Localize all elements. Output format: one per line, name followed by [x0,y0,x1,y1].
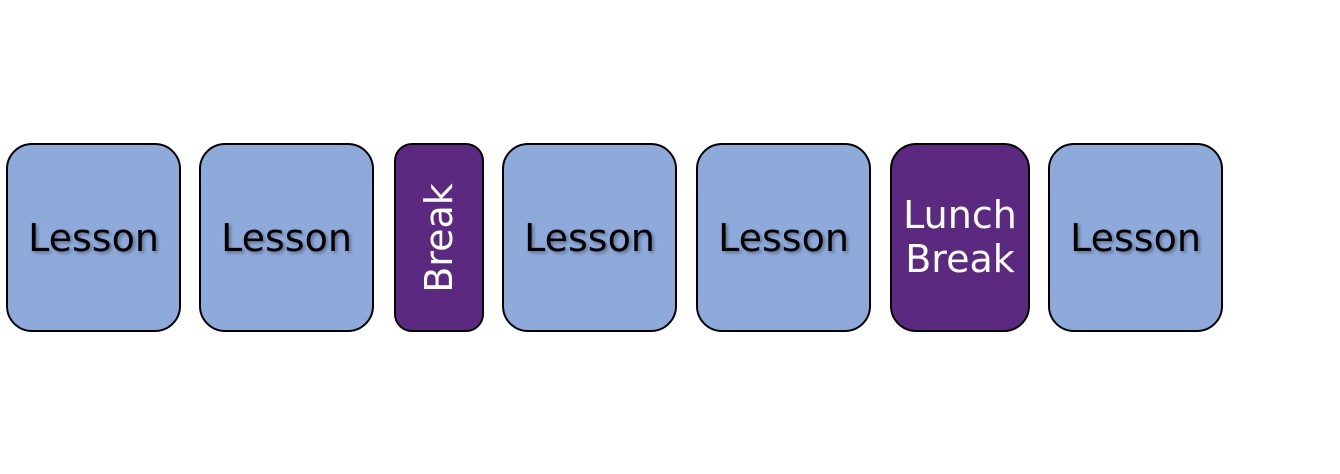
lunch-break-label-line1: Lunch [903,192,1017,237]
lesson-label: Lesson [1070,215,1201,260]
lesson-label: Lesson [221,215,352,260]
lesson-block-4: Lesson [696,143,871,332]
lunch-break-block: Lunch Break [890,143,1030,332]
lesson-block-5: Lesson [1048,143,1223,332]
lesson-label: Lesson [524,215,655,260]
lunch-break-label-line2: Break [905,236,1015,281]
lesson-label: Lesson [28,215,159,260]
lesson-block-3: Lesson [502,143,677,332]
lesson-block-1: Lesson [6,143,181,332]
lunch-break-label: Lunch Break [903,192,1017,281]
lesson-block-2: Lesson [199,143,374,332]
break-block: Break [394,143,484,332]
lesson-label: Lesson [718,215,849,260]
break-label: Break [417,182,461,293]
